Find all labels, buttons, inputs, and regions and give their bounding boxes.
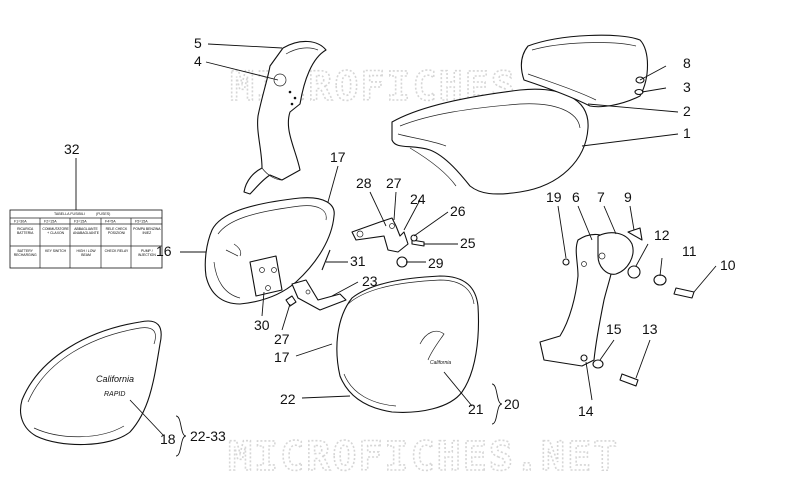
callout-21: 21	[468, 401, 484, 417]
callout-12: 12	[654, 227, 670, 243]
left-cover-decal: California	[96, 374, 134, 384]
callout-23: 23	[362, 273, 378, 289]
fuse-label: F4=5A	[105, 220, 116, 224]
callout-5: 5	[194, 35, 202, 51]
callout-4: 4	[194, 53, 202, 69]
callout-26: 26	[450, 203, 466, 219]
callout-27b: 27	[274, 331, 290, 347]
callout-10: 10	[720, 257, 736, 273]
callout-17a: 17	[330, 149, 346, 165]
part-bush-15	[592, 359, 604, 369]
fuse-cell: CHECK RELAY	[104, 249, 129, 253]
brace-22-33	[175, 415, 187, 457]
callout-16: 16	[156, 243, 172, 259]
callout-1: 1	[683, 125, 691, 141]
watermark-bottom: MICROFICHES.NET	[228, 434, 619, 480]
fuse-cell: RELE CHECK POSIZIONI	[105, 227, 128, 235]
callout-2: 2	[683, 103, 691, 119]
callout-3: 3	[683, 79, 691, 95]
part-bush-11	[653, 274, 667, 286]
part-washer-14	[580, 354, 588, 362]
left-cover-decal-sub: RAPID	[104, 391, 125, 398]
part-bolt-25	[411, 239, 425, 247]
fuse-cell: PUMP / INJECTION	[137, 249, 156, 257]
callout-32: 32	[64, 141, 80, 157]
part-bracket-frame	[243, 40, 327, 195]
leader-lines	[75, 43, 717, 437]
callout-27a: 27	[386, 175, 402, 191]
part-left-side-cover	[204, 197, 335, 305]
callout-8: 8	[683, 55, 691, 71]
callout-6: 6	[572, 189, 580, 205]
callout-17b: 17	[274, 349, 290, 365]
fuse-cell: HIGH / LOW BEAM	[76, 249, 96, 257]
callout-18: 18	[160, 431, 176, 447]
fuse-cell: ABBAGLIANTE ANABAGLIANTE	[73, 227, 100, 235]
fuse-cell: KEY SWITCH	[45, 249, 67, 253]
fuse-table-title-alt: (FUSES)	[96, 212, 110, 216]
brace-20	[491, 383, 503, 425]
callout-7: 7	[597, 189, 605, 205]
part-washer-26	[410, 234, 418, 242]
callout-20: 20	[504, 396, 520, 412]
right-cover-decal: California	[430, 360, 451, 366]
fuse-label: F5=15A	[135, 220, 148, 224]
fuse-cell: COMMUTATORE + CLAXON	[42, 227, 69, 235]
callout-13: 13	[642, 321, 658, 337]
fuse-label: F3=15A	[74, 220, 87, 224]
callout-22-33: 22-33	[190, 428, 226, 444]
part-spacer-12	[627, 265, 641, 279]
fuse-label: F1=30A	[14, 220, 27, 224]
fuse-row-italian: RICARICA BATTERIA COMMUTATORE + CLAXON A…	[17, 227, 161, 235]
fuse-table	[9, 209, 163, 269]
fuse-table-title: TABELLA FUSIBILI	[54, 212, 85, 216]
callout-24: 24	[410, 191, 426, 207]
callout-30: 30	[254, 317, 270, 333]
fuse-row-english: BATTERY RECHARGING KEY SWITCH HIGH / LOW…	[13, 249, 156, 257]
part-bolt-13	[619, 373, 639, 387]
callout-11: 11	[682, 243, 697, 259]
callout-29: 29	[428, 255, 444, 271]
part-bolt-10	[673, 287, 695, 299]
fuse-label: F2=15A	[44, 220, 57, 224]
callout-19: 19	[546, 189, 562, 205]
part-nut-29	[396, 256, 408, 268]
fuse-cell: BATTERY RECHARGING	[13, 249, 37, 257]
callout-25: 25	[460, 235, 476, 251]
part-passenger-seat	[520, 34, 649, 108]
part-nut-19	[562, 258, 570, 266]
part-seat	[391, 88, 589, 195]
part-small-bracket	[351, 217, 409, 253]
callout-31: 31	[350, 253, 366, 269]
callout-9: 9	[624, 189, 632, 205]
callout-28: 28	[356, 175, 372, 191]
callout-22: 22	[280, 391, 296, 407]
fuse-cell: POMPA BENZINA INIEZ	[133, 227, 161, 235]
part-right-bracket	[539, 232, 634, 367]
part-pin-31	[321, 249, 331, 271]
part-left-cover-decal	[19, 320, 162, 446]
part-clip-9	[627, 227, 643, 241]
callout-labels: 5 4 8 3 2 1 32 17 16 28 27 24 26 25 29 3…	[64, 35, 736, 447]
callout-14: 14	[578, 403, 594, 419]
part-mounting-bracket-23	[291, 279, 347, 311]
callout-15: 15	[606, 321, 622, 337]
part-cover-mount-plate	[249, 255, 283, 297]
fuse-cell: RICARICA BATTERIA	[17, 227, 34, 235]
part-right-side-cover	[336, 275, 479, 413]
part-clip-27	[285, 295, 297, 307]
